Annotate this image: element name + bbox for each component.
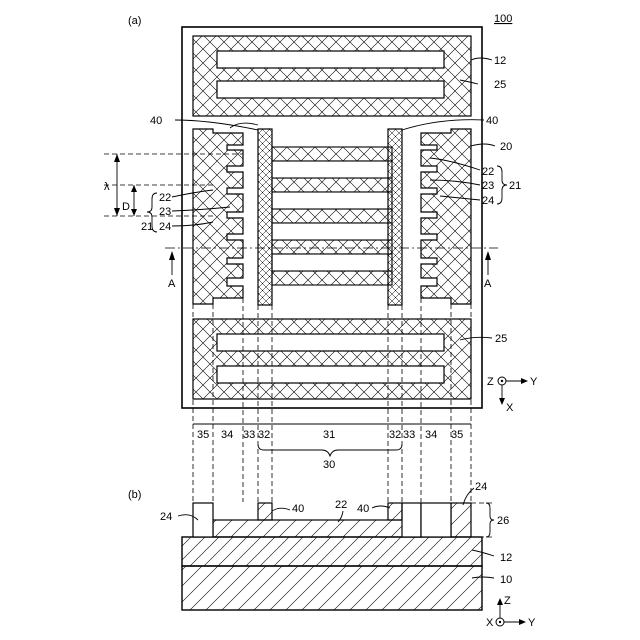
- axis-y-top: Y: [530, 376, 538, 388]
- substrate-10: [182, 566, 482, 610]
- label-21-right: 21: [509, 180, 521, 192]
- busbar-24-right: [451, 503, 471, 537]
- label-25-top: 25: [494, 79, 506, 91]
- label-24-left: 24: [159, 221, 171, 233]
- label-24-right: 24: [482, 195, 494, 207]
- dim-34-left: 34: [221, 429, 233, 441]
- dim-31: 31: [323, 429, 335, 441]
- label-25-bottom: 25: [495, 333, 507, 345]
- busbar-24-left: [193, 503, 213, 537]
- right-comb-electrode: [421, 129, 471, 304]
- idt-region: A A: [165, 129, 498, 305]
- label-lambda: λ: [104, 181, 110, 193]
- label-21-left: 21: [141, 221, 153, 233]
- region-dimension-labels: 35 34 33 32 31 32 33 34 35 30: [193, 424, 471, 471]
- dim-32-right: 32: [389, 429, 401, 441]
- axis-x-bottom: X: [486, 617, 494, 629]
- label-12: 12: [494, 55, 506, 67]
- panel-a-label: (a): [128, 15, 141, 27]
- dim-35-left: 35: [197, 429, 209, 441]
- strip-40-right: [388, 129, 402, 305]
- electrode-22: [213, 520, 421, 537]
- label-40-left: 40: [150, 115, 162, 127]
- label-b-40-left: 40: [292, 503, 304, 515]
- label-b-24-left: 24: [160, 511, 172, 523]
- label-20: 20: [500, 141, 512, 153]
- strip-40-left: [258, 129, 272, 305]
- axis-z-bottom: Z: [504, 595, 511, 607]
- dim-33-left: 33: [243, 429, 255, 441]
- axis-y-bottom: Y: [528, 617, 536, 629]
- bottom-reflector: [193, 319, 471, 399]
- label-b-22: 22: [335, 499, 347, 511]
- dim-32-left: 32: [258, 429, 270, 441]
- axis-indicator-top: Z Y X: [487, 376, 538, 414]
- label-23-right: 23: [482, 180, 494, 192]
- dim-33-right: 33: [403, 429, 415, 441]
- label-b-24-right: 24: [475, 481, 487, 493]
- dim-30: 30: [323, 459, 335, 471]
- label-D: D: [122, 201, 130, 213]
- axis-z-top: Z: [487, 376, 494, 388]
- axis-x-top: X: [506, 402, 514, 414]
- label-22-left: 22: [159, 192, 171, 204]
- strip-40-b-right: [388, 503, 402, 520]
- label-40-right: 40: [486, 115, 498, 127]
- label-b-26: 26: [497, 515, 509, 527]
- label-b-10: 10: [500, 574, 512, 586]
- panel-b: (b) 24 40 22 40 24 26 12 1: [128, 481, 536, 629]
- axis-indicator-bottom: Z X Y: [486, 595, 536, 629]
- section-a-left: A: [168, 278, 176, 290]
- left-comb-electrode: [193, 129, 243, 304]
- label-22-right: 22: [482, 166, 494, 178]
- label-b-12: 12: [500, 552, 512, 564]
- dim-34-right: 34: [425, 429, 437, 441]
- section-a-right: A: [484, 278, 492, 290]
- panel-a: (a) 100: [104, 13, 538, 502]
- panel-b-label: (b): [128, 489, 141, 501]
- label-b-40-right: 40: [357, 503, 369, 515]
- dim-35-right: 35: [451, 429, 463, 441]
- top-reflector: [193, 36, 471, 116]
- central-fingers: [272, 147, 392, 285]
- label-23-left: 23: [159, 206, 171, 218]
- strip-40-b-left: [258, 503, 272, 520]
- reference-number: 100: [494, 13, 512, 25]
- layer-12: [182, 537, 482, 566]
